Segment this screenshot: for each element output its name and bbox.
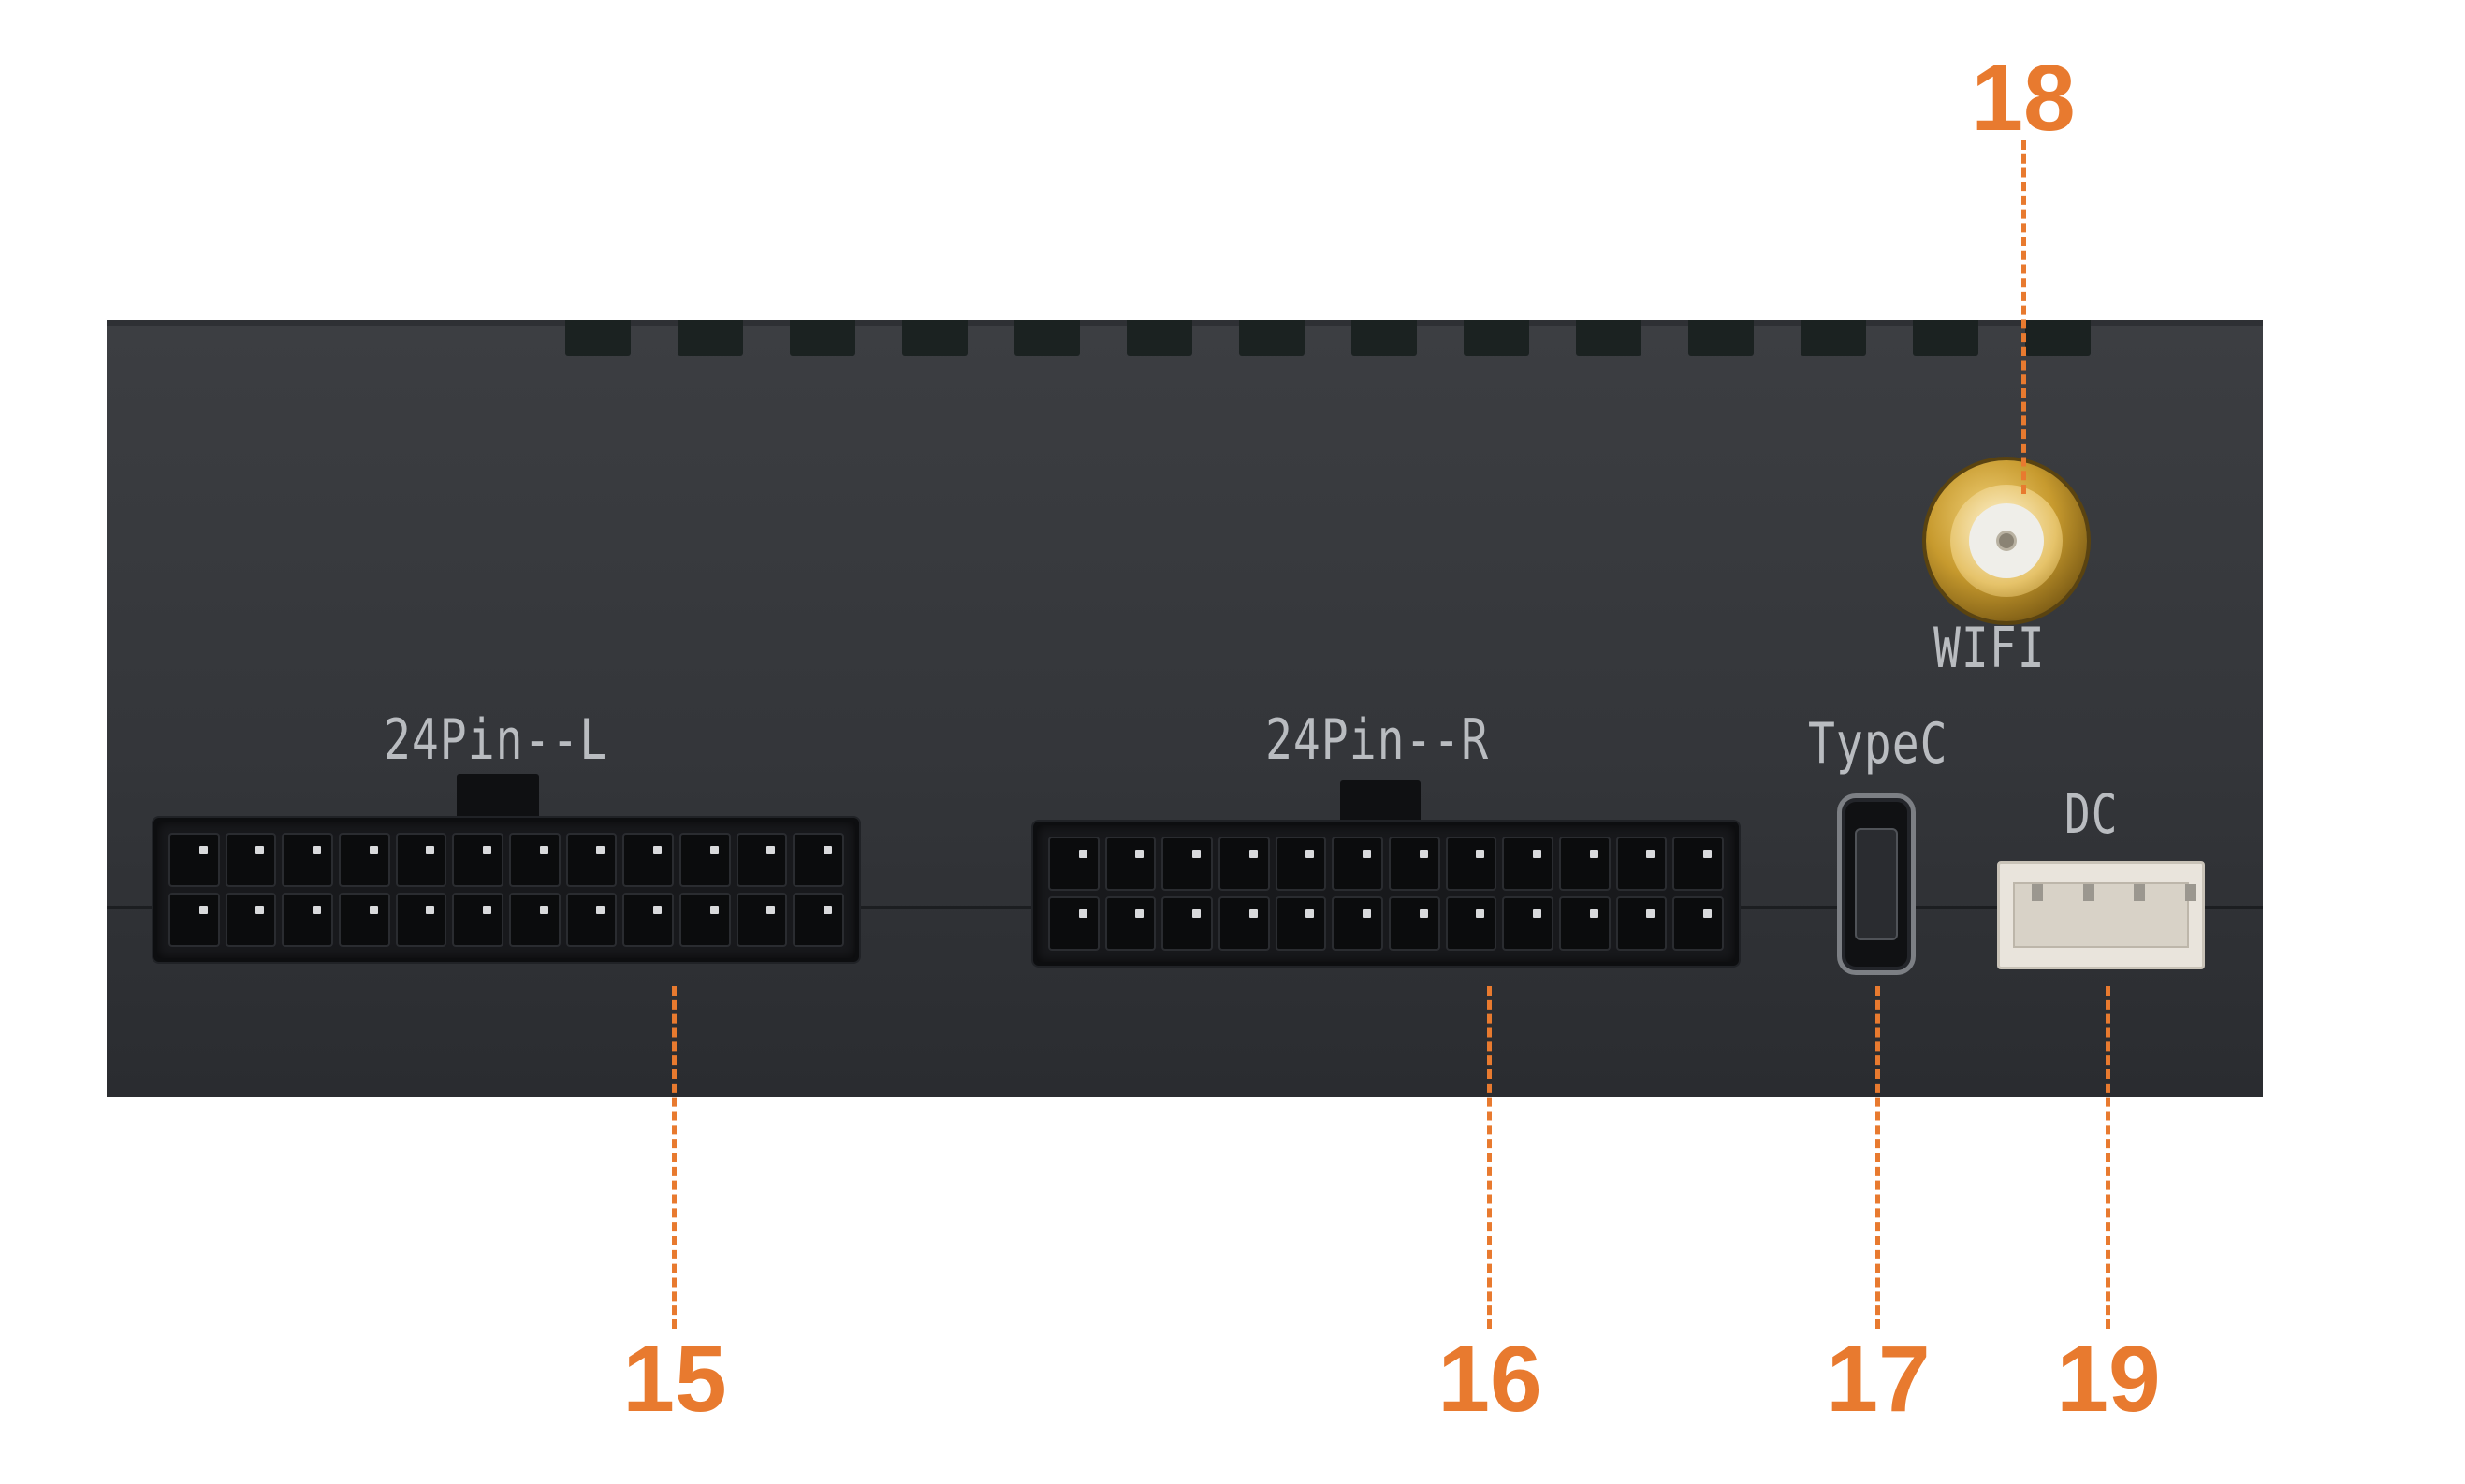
vent-slot	[1014, 320, 1080, 356]
callout-number-17: 17	[1826, 1327, 1931, 1432]
connector-pin	[1218, 896, 1270, 951]
vent-slot	[1576, 320, 1641, 356]
vent-slot	[2025, 320, 2091, 356]
connector-pin	[1161, 896, 1213, 951]
vent-slot	[790, 320, 855, 356]
callout-line-16	[1487, 986, 1492, 1329]
connector-pin	[1389, 837, 1440, 891]
connector-pin	[168, 893, 220, 947]
vent-slot	[1801, 320, 1866, 356]
vent-slot	[1239, 320, 1305, 356]
callout-line-19	[2106, 986, 2110, 1329]
connector-pin	[168, 833, 220, 887]
connector-pin	[1275, 896, 1327, 951]
callout-line-15	[672, 986, 677, 1329]
connector-left-pins	[168, 833, 844, 947]
connector-pin	[1218, 837, 1270, 891]
connector-pin	[622, 833, 674, 887]
vent-slot	[1127, 320, 1192, 356]
connector-pin	[793, 893, 844, 947]
connector-24pin-right	[1033, 822, 1739, 966]
dc-pin	[2032, 884, 2043, 901]
vent-slot	[565, 320, 631, 356]
connector-pin	[1559, 896, 1611, 951]
connector-pin	[679, 833, 731, 887]
connector-pin	[282, 833, 333, 887]
connector-pin	[1104, 837, 1157, 891]
connector-pin	[1275, 837, 1327, 891]
dc-pin	[2082, 884, 2094, 901]
vent-slot	[1688, 320, 1754, 356]
connector-pin	[1445, 896, 1497, 951]
connector-pin	[395, 893, 447, 947]
device-panel: 24Pin--L 24Pin--R TypeC DC WIFI	[107, 320, 2263, 1097]
connector-left-latch	[457, 774, 539, 821]
connector-pin	[1615, 837, 1668, 891]
connector-pin	[736, 893, 788, 947]
connector-pin	[339, 833, 390, 887]
dc-pin	[2134, 884, 2146, 901]
connector-pin	[395, 833, 447, 887]
connector-pin	[679, 893, 731, 947]
connector-pin	[452, 893, 503, 947]
callout-number-18: 18	[1971, 46, 2076, 151]
label-24pin-left: 24Pin--L	[384, 707, 608, 773]
connector-pin	[1672, 896, 1724, 951]
connector-pin	[622, 893, 674, 947]
connector-pin	[509, 833, 561, 887]
connector-right-pins	[1048, 837, 1724, 951]
callout-line-17	[1875, 986, 1880, 1329]
label-dc: DC	[2064, 782, 2119, 846]
connector-pin	[225, 893, 277, 947]
connector-pin	[225, 833, 277, 887]
dc-power-connector	[1997, 861, 2205, 969]
connector-pin	[1332, 837, 1383, 891]
dc-pin	[2185, 884, 2196, 901]
connector-pin	[1502, 837, 1553, 891]
connector-pin	[1389, 896, 1440, 951]
connector-pin	[565, 893, 618, 947]
connector-pin	[1161, 837, 1213, 891]
connector-right-latch	[1340, 780, 1421, 823]
vent-slot	[1464, 320, 1529, 356]
connector-pin	[565, 833, 618, 887]
connector-pin	[1445, 837, 1497, 891]
connector-24pin-left	[153, 818, 859, 962]
label-wifi: WIFI	[1933, 616, 2046, 681]
callout-line-18	[2021, 140, 2026, 494]
connector-pin	[1502, 896, 1553, 951]
connector-pin	[339, 893, 390, 947]
connector-pin	[736, 833, 788, 887]
connector-pin	[1615, 896, 1668, 951]
callout-number-19: 19	[2056, 1327, 2161, 1432]
connector-pin	[1048, 837, 1100, 891]
connector-pin	[1104, 896, 1157, 951]
vent-slot	[902, 320, 968, 356]
sma-antenna-connector-icon	[1926, 460, 2087, 621]
connector-pin	[509, 893, 561, 947]
label-typec: TypeC	[1808, 711, 1948, 777]
usb-c-tongue	[1855, 828, 1898, 940]
vent-slot	[1351, 320, 1417, 356]
usb-c-port-icon	[1837, 793, 1916, 975]
label-24pin-right: 24Pin--R	[1265, 707, 1490, 773]
connector-pin	[282, 893, 333, 947]
callout-number-16: 16	[1437, 1327, 1542, 1432]
connector-pin	[1332, 896, 1383, 951]
connector-pin	[452, 833, 503, 887]
vent-slot	[1913, 320, 1978, 356]
connector-pin	[793, 833, 844, 887]
connector-pin	[1559, 837, 1611, 891]
connector-pin	[1672, 837, 1724, 891]
vent-slot	[678, 320, 743, 356]
sma-center-pin	[1999, 533, 2014, 548]
callout-number-15: 15	[622, 1327, 727, 1432]
connector-pin	[1048, 896, 1100, 951]
